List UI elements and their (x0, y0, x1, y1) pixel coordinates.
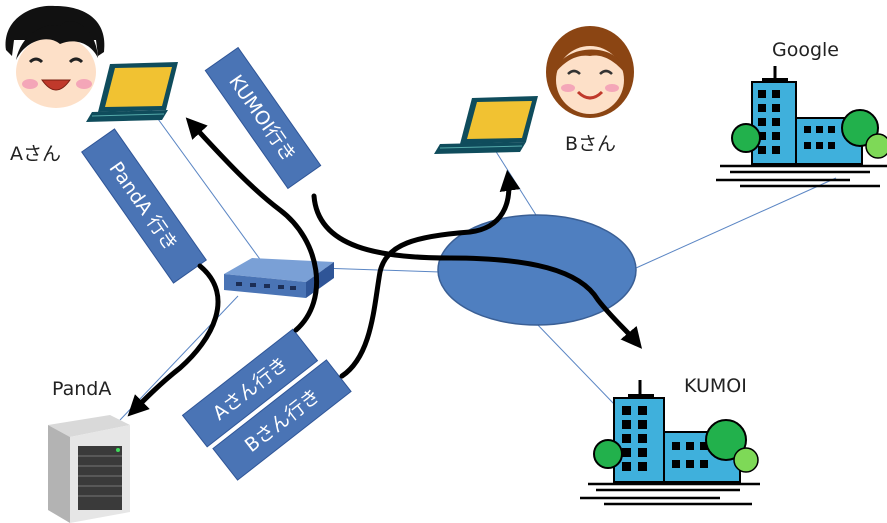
laptop-icon (86, 62, 178, 122)
link-network-kumoi (534, 321, 616, 406)
route-arrows (127, 117, 643, 417)
arrow-a-route (185, 117, 320, 333)
arrow-b-route (339, 169, 521, 379)
link-laptop-b-network (494, 149, 537, 216)
arrow-panda-route (127, 263, 221, 417)
google-label: Google (772, 39, 839, 61)
kumoi-label: KUMOI (684, 375, 747, 397)
user-b-label: Bさん (565, 133, 616, 155)
tag-panda-bound: PandA 行き (81, 128, 207, 284)
tag-kumoi-bound: KUMOI行き (204, 46, 322, 190)
router-icon (224, 258, 334, 298)
server-icon (48, 415, 130, 523)
network-ellipse (437, 214, 637, 326)
laptop-icon (434, 96, 538, 154)
building-icon (580, 380, 760, 506)
panda-label: PandA (52, 378, 111, 400)
link-network-google (635, 177, 837, 269)
person-a-icon (5, 5, 105, 108)
arrow-kumoi-route (311, 193, 643, 349)
person-b-icon (546, 26, 634, 118)
building-icon (716, 66, 887, 188)
user-a-label: Aさん (10, 143, 61, 165)
link-laptop-a-router (149, 107, 263, 263)
